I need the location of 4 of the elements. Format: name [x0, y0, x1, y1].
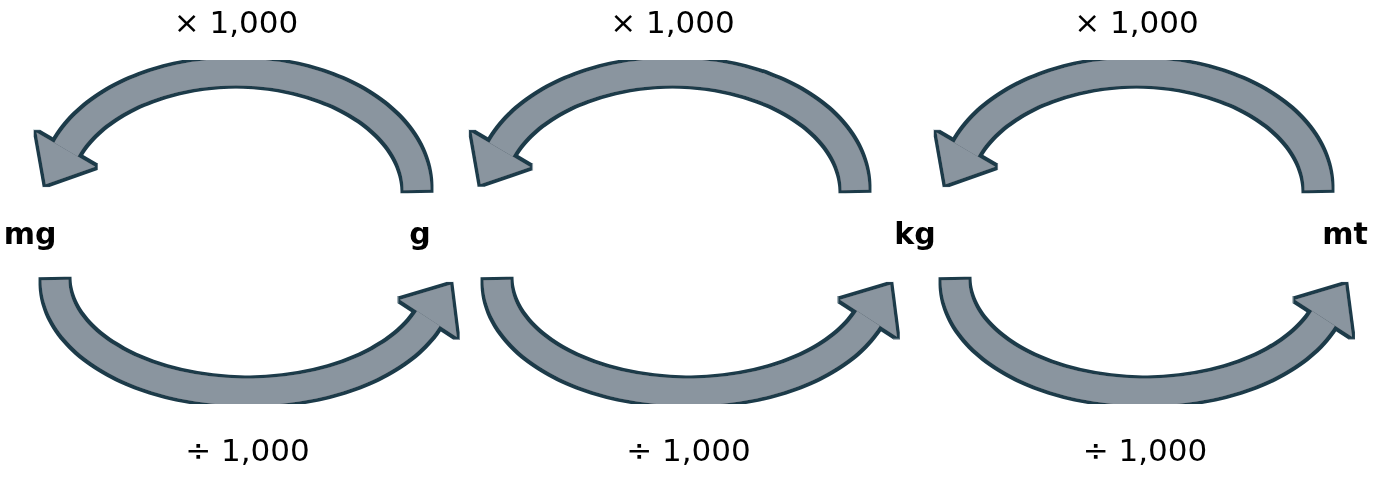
unit-label: g	[409, 216, 431, 250]
unit-label: mt	[1322, 216, 1368, 250]
unit-label: mg	[3, 216, 57, 250]
unit-label: kg	[894, 216, 936, 250]
